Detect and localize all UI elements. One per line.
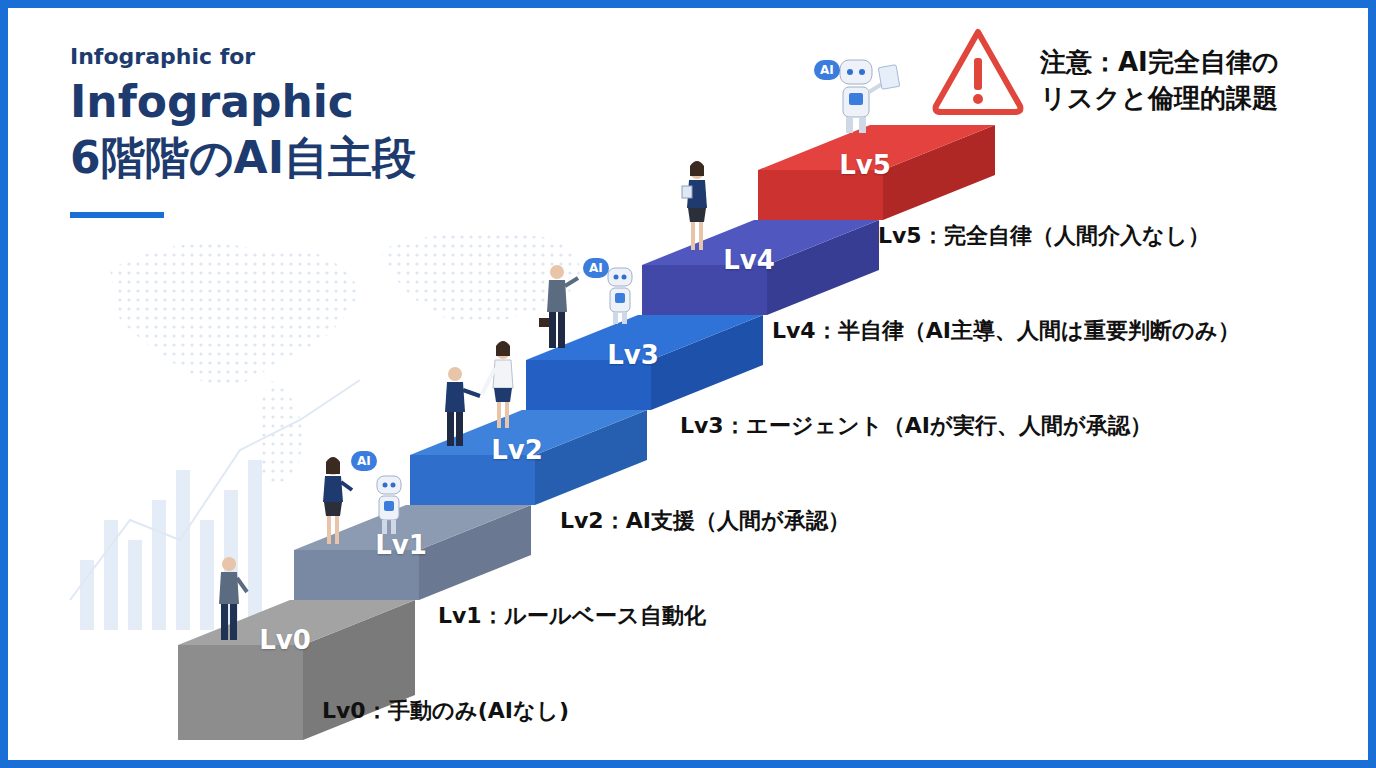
subtitle: Infographic for <box>70 44 255 69</box>
step-box: Lv0 <box>259 625 311 655</box>
robot-figure <box>840 60 900 133</box>
level-description: Lv5：完全自律（人間介入なし） <box>878 221 1210 251</box>
step-label: Lv1 <box>375 530 427 560</box>
person-figure <box>539 265 578 348</box>
person-figure <box>219 557 247 640</box>
page-ground: Infographic 6階階のAI自主段 Lv0 Lv1 Lv2 Lv3 Lv4 Lv5 I… <box>8 8 1368 760</box>
robot-figure <box>608 268 632 324</box>
person-figure <box>445 367 480 446</box>
map-region <box>110 243 360 386</box>
step-label: Lv4 <box>723 245 775 275</box>
map-region <box>380 232 580 323</box>
level-description: Lv3：エージェント（AIが実行、人間が承認） <box>680 411 1152 441</box>
step-label: Lv3 <box>607 340 659 370</box>
person-figure <box>482 341 513 428</box>
person-figure <box>682 161 707 250</box>
level-description: Lv1：ルールベース自動化 <box>438 601 706 631</box>
level-description: Lv4：半自律（AI主導、人間は重要判断のみ） <box>772 316 1240 346</box>
step-box: Lv1 <box>375 530 427 560</box>
step-box: Lv3 <box>607 340 659 370</box>
step-label: Lv0 <box>259 625 311 655</box>
robot-figure <box>377 476 401 534</box>
warning-mark <box>974 58 982 90</box>
step-box: Lv5 <box>839 150 891 180</box>
title-underline <box>70 212 164 218</box>
speech-bubble: AI <box>814 60 840 80</box>
step-box: Lv4 <box>723 245 775 275</box>
warning-note: 注意：AI完全自律の リスクと倫理的課題 <box>1040 44 1360 116</box>
step-label: Lv5 <box>839 150 891 180</box>
step-box: Lv2 <box>491 435 543 465</box>
step-front <box>178 645 303 740</box>
level-description: Lv0：手動のみ(AIなし) <box>322 696 569 726</box>
person-figure <box>323 457 352 544</box>
level-description: Lv2：AI支援（人間が承認） <box>560 506 850 536</box>
speech-bubble: AI <box>583 258 609 278</box>
title: Infographic 6階階のAI自主段 <box>70 74 590 186</box>
step-label: Lv2 <box>491 435 543 465</box>
warning-dot <box>973 94 983 104</box>
warning-triangle <box>936 32 1021 112</box>
speech-bubble: AI <box>351 451 377 471</box>
